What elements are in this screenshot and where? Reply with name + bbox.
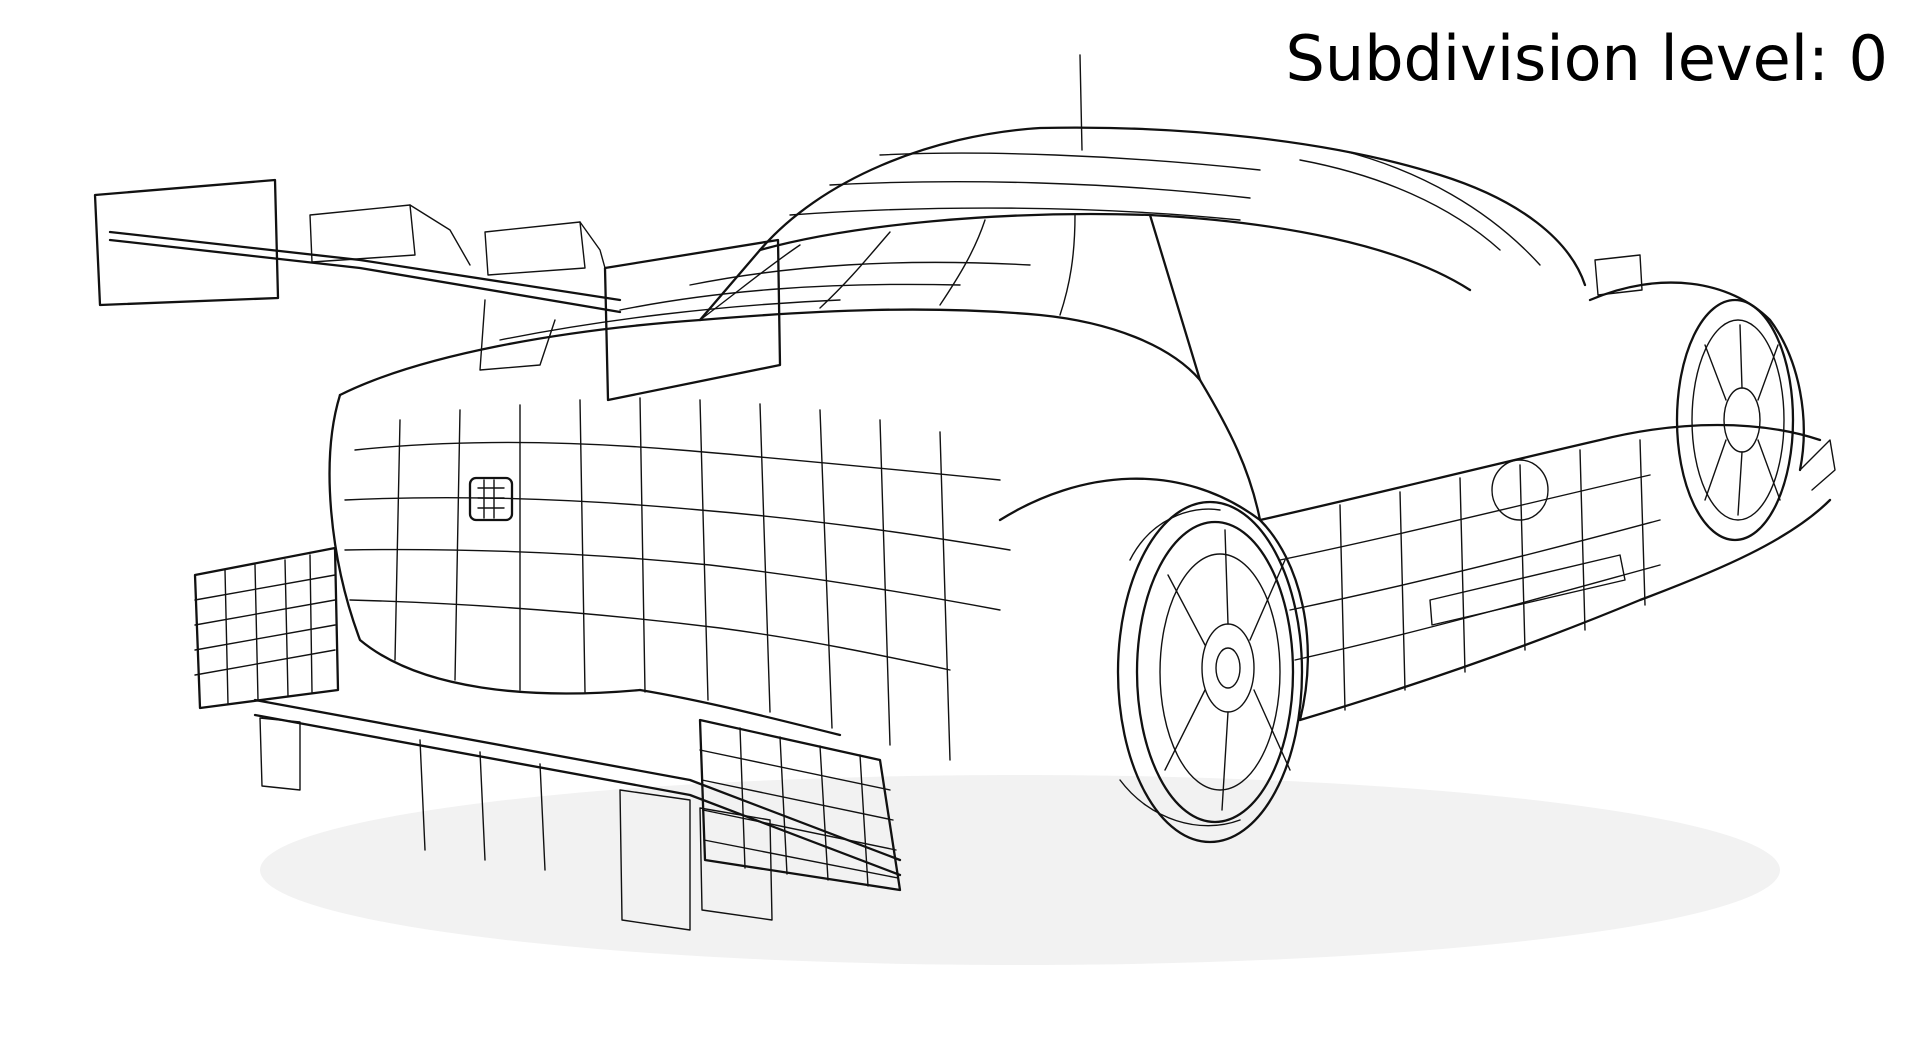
rear-deck-mesh bbox=[338, 213, 1202, 397]
rear-wing bbox=[93, 178, 782, 402]
ground-shadow bbox=[260, 775, 1780, 965]
diffuser bbox=[193, 546, 902, 931]
antenna bbox=[1079, 54, 1083, 151]
side-body-mesh bbox=[1258, 423, 1832, 722]
subdivision-level-label: Subdivision level: 0 bbox=[1285, 22, 1888, 95]
rear-body-mesh bbox=[328, 378, 1262, 761]
front-wheel bbox=[1588, 254, 1836, 542]
cabin-roof-mesh bbox=[758, 126, 1587, 292]
rear-wheel bbox=[998, 477, 1309, 844]
